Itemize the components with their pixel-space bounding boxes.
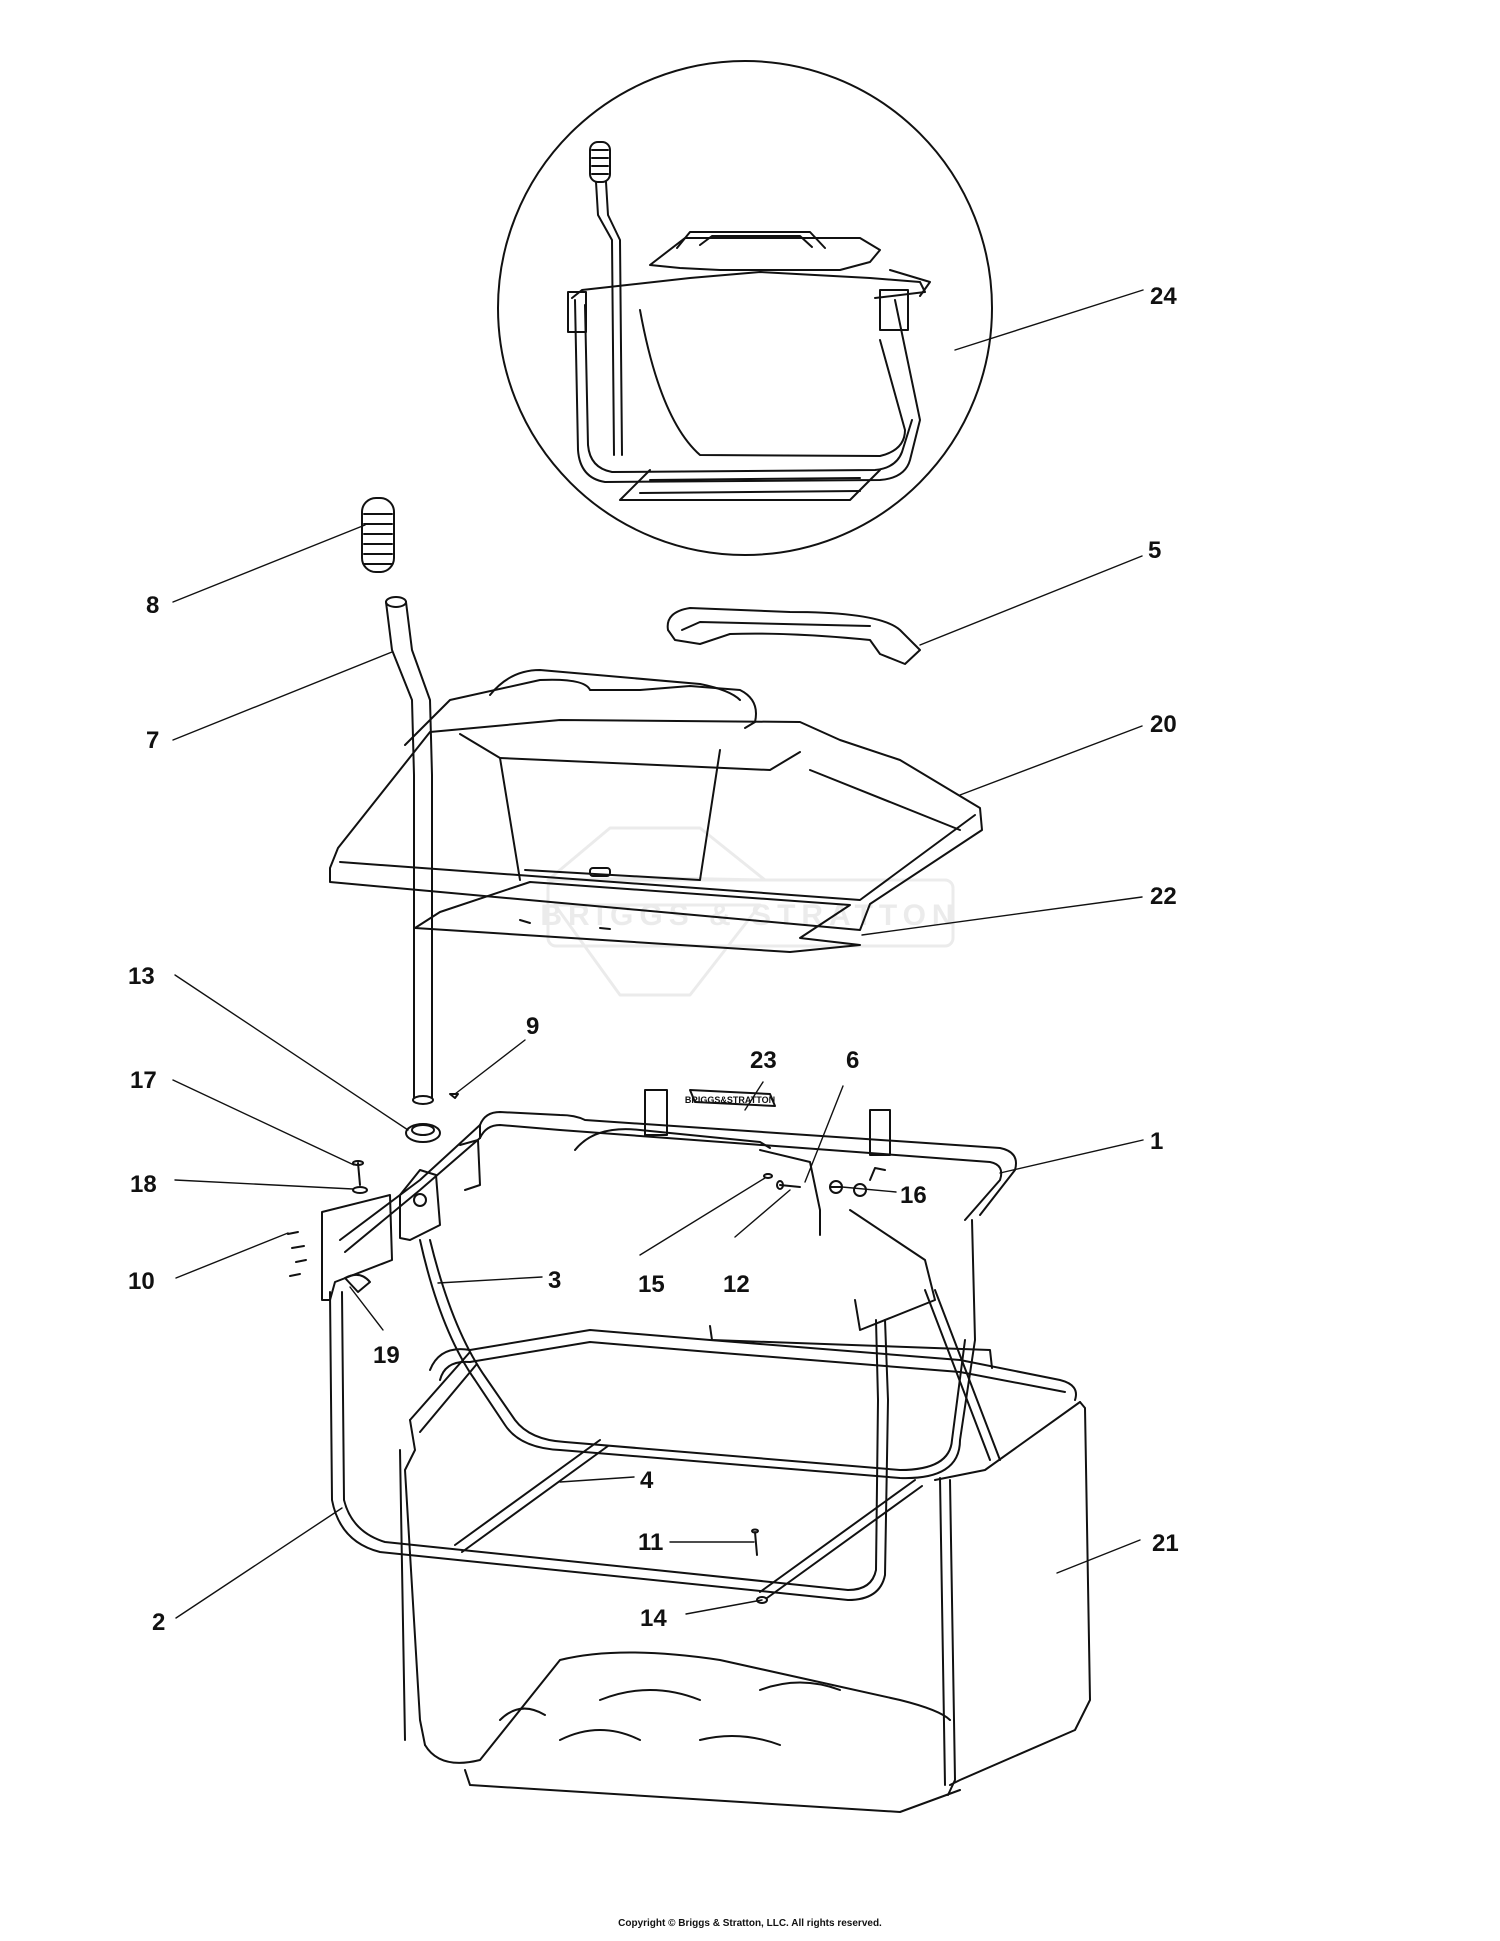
- callout-21: 21: [1152, 1530, 1179, 1557]
- callout-labels: 1 2 3 4 5 6 7 8 9 10 11 12 13 14 15 16 1…: [128, 283, 1179, 1636]
- leader-lines: [172, 289, 1144, 1619]
- handle-tube: [385, 596, 434, 1105]
- pivot-pin: [776, 1180, 801, 1190]
- clip: [763, 1173, 773, 1179]
- callout-4: 4: [640, 1467, 654, 1494]
- rear-frame: [419, 1219, 976, 1480]
- callout-7: 7: [146, 727, 159, 754]
- handle-grip: [361, 497, 395, 573]
- copyright-notice: Copyright © Briggs & Stratton, LLC. All …: [618, 1918, 882, 1929]
- bolt: [352, 1160, 364, 1186]
- plug-grommet: [405, 1123, 441, 1143]
- spacer-bushing: [344, 1273, 371, 1293]
- lid-handle-bar: [666, 607, 921, 665]
- callout-18: 18: [130, 1171, 157, 1198]
- pin: [751, 1528, 759, 1556]
- callout-24: 24: [1150, 283, 1177, 310]
- watermark-text: BRIGGS & STRATTON: [540, 899, 959, 932]
- left-side-bracket: [321, 1139, 481, 1301]
- grass-bag-lid: [329, 669, 983, 931]
- callout-12: 12: [723, 1271, 750, 1298]
- brand-watermark: BRIGGS & STRATTON: [540, 826, 959, 997]
- callout-2: 2: [152, 1609, 165, 1636]
- lid-mesh-panel: [414, 881, 861, 953]
- callout-11: 11: [638, 1529, 663, 1556]
- screws-set: [287, 1231, 307, 1277]
- callout-20: 20: [1150, 711, 1177, 738]
- callout-23: 23: [750, 1047, 777, 1074]
- callout-16: 16: [900, 1182, 927, 1209]
- callout-14: 14: [640, 1605, 667, 1632]
- grass-bag: [399, 1325, 1091, 1813]
- callout-15: 15: [638, 1271, 665, 1298]
- hairpin-clip: [449, 1093, 459, 1099]
- callout-10: 10: [128, 1268, 155, 1295]
- callout-3: 3: [548, 1267, 561, 1294]
- callout-13: 13: [128, 963, 155, 990]
- callout-9: 9: [526, 1013, 539, 1040]
- callout-17: 17: [130, 1067, 157, 1094]
- callout-8: 8: [146, 592, 159, 619]
- callout-22: 22: [1150, 883, 1177, 910]
- decal-text: BRIGGS&STRATTON: [685, 1095, 775, 1105]
- nut: [756, 1596, 768, 1604]
- callout-19: 19: [373, 1342, 400, 1369]
- callout-6: 6: [846, 1047, 859, 1074]
- washer: [352, 1186, 368, 1194]
- front-frame: [329, 1291, 889, 1601]
- cross-bar: [454, 1289, 1001, 1599]
- top-frame: BRIGGS&STRATTON: [339, 1089, 1017, 1331]
- callout-1: 1: [1150, 1128, 1163, 1155]
- detail-circle-assembled-view: [497, 60, 993, 556]
- callout-5: 5: [1148, 537, 1161, 564]
- knob-nut: [829, 1180, 843, 1194]
